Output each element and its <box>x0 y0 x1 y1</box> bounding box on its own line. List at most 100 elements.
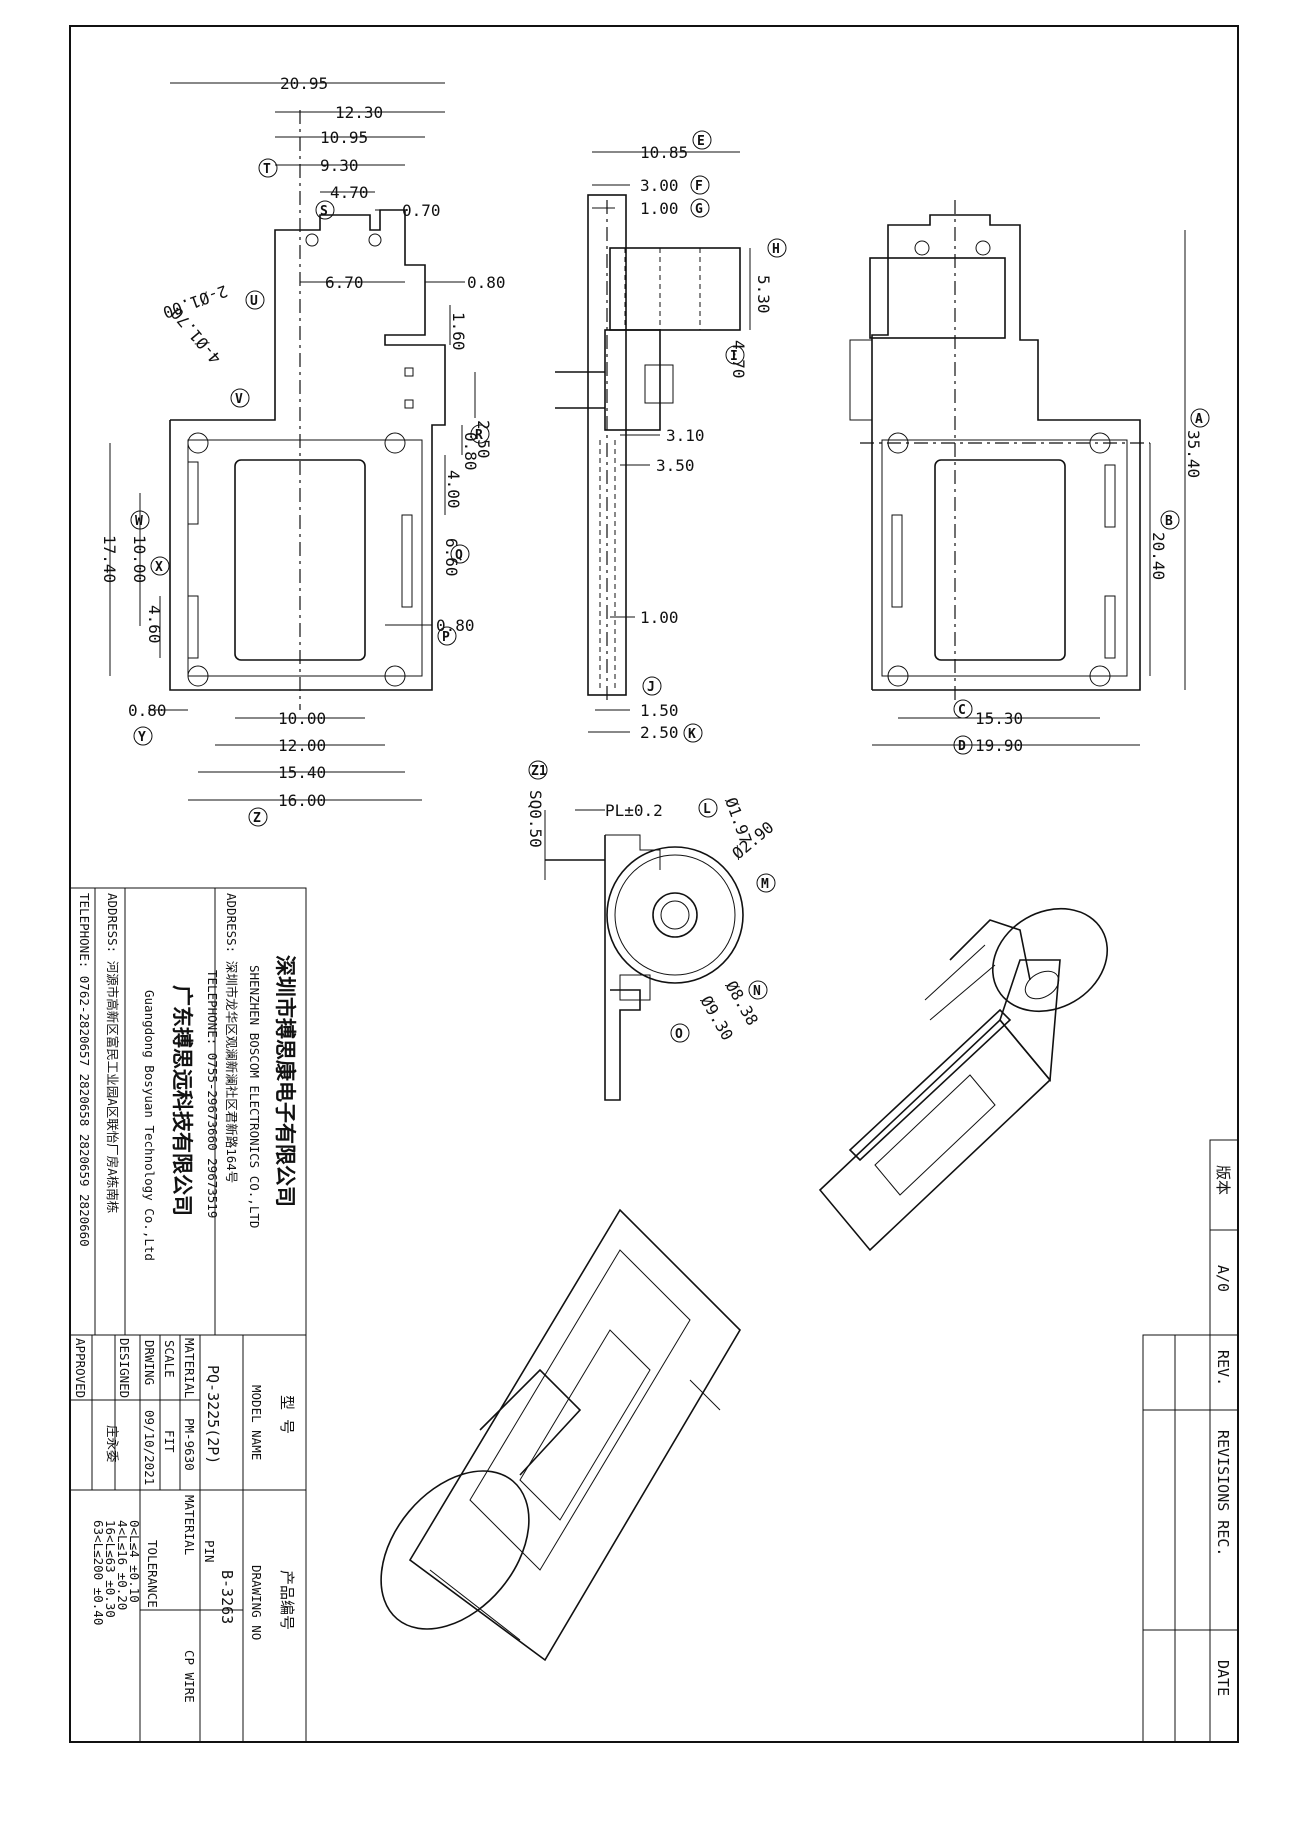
front-slot-left-2 <box>187 595 199 659</box>
dim-9.30: 9.30 <box>320 156 359 175</box>
dim-5.30: 5.30 <box>754 275 773 314</box>
svg-text:D: D <box>958 739 966 754</box>
scale-label: SCALE <box>162 1340 177 1378</box>
company2-en: Guangdong Bosyuan Technology Co.,Ltd <box>142 990 157 1261</box>
svg-text:O: O <box>675 1027 683 1042</box>
dim-10.00-h: 10.00 <box>278 709 326 728</box>
front-inner-frame <box>187 439 423 677</box>
dim-3.50: 3.50 <box>656 456 695 475</box>
drawing-no-label: DRAWING NO <box>249 1565 264 1640</box>
front-hole-tl <box>187 432 209 454</box>
svg-text:L: L <box>703 802 711 817</box>
svg-text:Z1: Z1 <box>531 764 547 779</box>
svg-text:K: K <box>688 727 696 742</box>
pin-material-value: CP WIRE <box>182 1650 197 1703</box>
pin-label: PIN <box>202 1540 217 1563</box>
end-bore-1.97 <box>660 900 690 930</box>
svg-text:V: V <box>235 392 243 407</box>
dim-10.85: 10.85 <box>640 143 688 162</box>
svg-text:E: E <box>697 134 705 149</box>
dim-12.30: 12.30 <box>335 103 383 122</box>
end-body-profile <box>604 835 641 1101</box>
rear-view: 35.40 20.40 15.30 19.90 A B C D <box>849 200 1210 755</box>
dim-20.40: 20.40 <box>1149 532 1168 580</box>
designed-value: 庄永委 <box>105 1425 120 1463</box>
rev-version-label: 版本 <box>1214 1165 1232 1195</box>
front-view: 20.95 12.30 10.95 9.30 4.70 0.70 6.70 0.… <box>100 74 506 827</box>
revision-block: 版本 A/0 REV. REVISIONS REC. DATE <box>1142 1139 1239 1743</box>
side-top-lug <box>609 247 741 331</box>
front-slot-left-1 <box>187 461 199 525</box>
model-value: PQ-3225(2P) <box>204 1365 222 1464</box>
dim-0.80-a: 0.80 <box>467 273 506 292</box>
dim-6.70: 6.70 <box>325 273 364 292</box>
tolerance-label: TOLERANCE <box>145 1540 160 1608</box>
svg-text:X: X <box>155 560 163 575</box>
rev-rec-label: REVISIONS REC. <box>1214 1430 1232 1556</box>
rear-markers: A B C D <box>953 408 1210 755</box>
svg-text:M: M <box>761 877 769 892</box>
drawing-value: 09/10/2021 <box>142 1410 157 1485</box>
telephone-2: TELEPHONE: 0762-2820657 2820658 2820659 … <box>77 893 92 1247</box>
svg-text:S: S <box>320 204 328 219</box>
dim-15.30: 15.30 <box>975 709 1023 728</box>
end-bore-2.90 <box>652 892 698 938</box>
dim-4.60: 4.60 <box>145 605 164 644</box>
dim-12.00: 12.00 <box>278 736 326 755</box>
end-view: PL±0.2 SQ0.50 Ø1.97 Ø2.90 Ø8.38 Ø9.30 Z1… <box>526 760 777 1101</box>
rear-window <box>934 459 1066 661</box>
front-pin-hole-1 <box>305 233 319 247</box>
dim-4.70-b: 4.70 <box>729 340 748 379</box>
dim-20.95: 20.95 <box>280 74 328 93</box>
rev-version-value: A/0 <box>1214 1265 1232 1292</box>
drawing-no-value: B-3263 <box>218 1570 236 1624</box>
dim-3.00: 3.00 <box>640 176 679 195</box>
side-view: 10.85 3.00 1.00 5.30 4.70 3.10 3.50 1.00… <box>555 130 787 743</box>
model-label: MODEL NAME <box>249 1385 264 1460</box>
side-pin-block <box>604 329 661 431</box>
svg-text:C: C <box>958 703 966 718</box>
svg-text:U: U <box>250 294 258 309</box>
dim-3.10: 3.10 <box>666 426 705 445</box>
dim-4.70: 4.70 <box>330 183 369 202</box>
svg-text:F: F <box>695 179 703 194</box>
svg-text:B: B <box>1165 514 1173 529</box>
rev-rev-label: REV. <box>1214 1350 1232 1386</box>
tolerance-2: 4<L≤16 ±0.20 <box>115 1520 130 1610</box>
dim-17.40: 17.40 <box>100 535 119 583</box>
dim-SQ0.50: SQ0.50 <box>526 790 545 848</box>
rear-inner-frame <box>881 439 1128 677</box>
company-en: SHENZHEN BOSCOM ELECTRONICS CO.,LTD <box>247 965 262 1228</box>
drawing-label: DRWING <box>142 1340 157 1385</box>
dim-1.50: 1.50 <box>640 701 679 720</box>
front-pin-hole-2 <box>368 233 382 247</box>
svg-text:Y: Y <box>138 730 146 745</box>
isometric-view-2 <box>380 1208 742 1662</box>
svg-text:W: W <box>135 514 143 529</box>
tolerance-4: 63<L≤200 ±0.40 <box>91 1520 106 1625</box>
telephone-1: TELEPHONE: 0755-29673660 29673519 <box>205 970 220 1218</box>
dim-16.00: 16.00 <box>278 791 326 810</box>
side-markers: E F G H I J K <box>642 130 787 743</box>
front-hole-bl <box>187 665 209 687</box>
front-markers: T S U V W X Y Z R Q P <box>130 158 490 827</box>
tolerance-1: 0<L≤4 ±0.10 <box>127 1520 142 1603</box>
rear-coil <box>869 257 1006 339</box>
svg-text:T: T <box>263 162 271 177</box>
dim-0.80-d: 0.80 <box>128 701 167 720</box>
dim-15.40: 15.40 <box>278 763 326 782</box>
end-outer-8.38 <box>614 854 736 976</box>
front-pin-1 <box>404 367 414 377</box>
scale-value: FIT <box>162 1430 177 1453</box>
dim-1.60: 1.60 <box>449 312 468 351</box>
dim-1.00-b: 1.00 <box>640 608 679 627</box>
designed-label: DESIGNED <box>117 1338 132 1398</box>
pin-material-label: MATERIAL <box>182 1495 197 1555</box>
dim-0.70: 0.70 <box>402 201 441 220</box>
note-4-holes: 4-Ø1.70 <box>167 304 225 368</box>
dim-10.95: 10.95 <box>320 128 368 147</box>
svg-text:A: A <box>1195 412 1203 427</box>
dim-4.00: 4.00 <box>444 470 463 509</box>
dim-10.00-v: 10.00 <box>130 535 149 583</box>
